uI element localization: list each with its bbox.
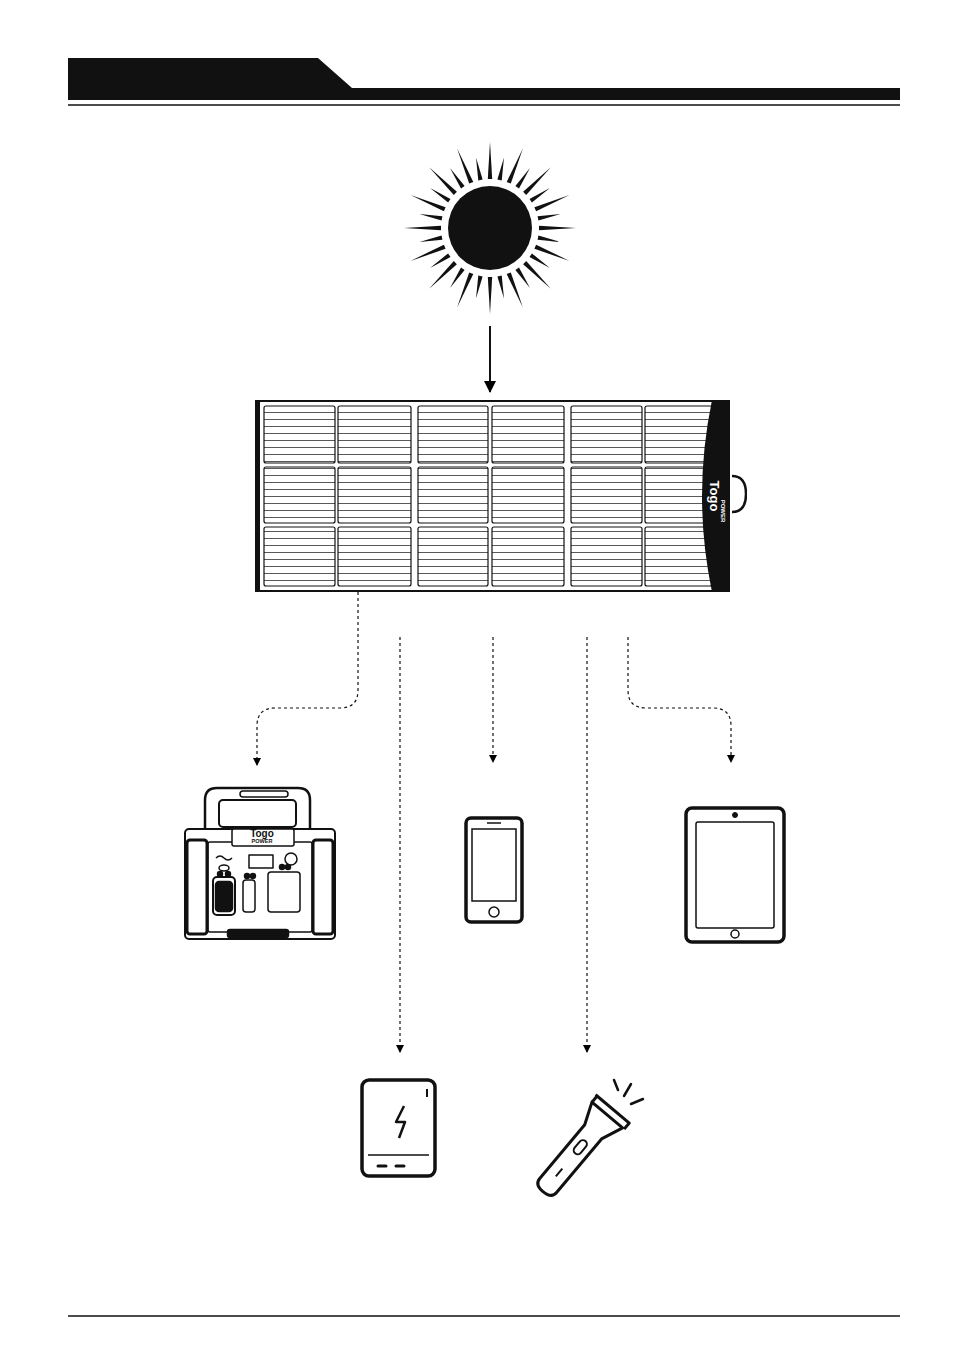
sun-ray (476, 157, 483, 180)
sun-ray (534, 245, 569, 261)
flashlight (526, 1095, 629, 1206)
sun-ray (419, 235, 442, 242)
brand-logo: Togo (250, 829, 274, 839)
sun-ray (411, 245, 446, 261)
sun-ray (488, 277, 492, 314)
sun-ray (429, 261, 457, 289)
sun-ray (430, 253, 450, 268)
header-rule (68, 104, 900, 106)
dashed-connector (257, 592, 358, 765)
sun-ray (507, 149, 523, 184)
sun-ray (419, 214, 442, 221)
sun-ray (523, 261, 551, 289)
power-bank (362, 1080, 435, 1176)
sun-ray (497, 276, 504, 299)
solar-panel: TogoPOWER (255, 400, 747, 592)
sun-ray (538, 214, 561, 221)
brand-subtitle: POWER (252, 839, 273, 845)
brand-subtitle: POWER (720, 500, 726, 523)
dashed-arrows (400, 637, 731, 1052)
dashed-arrow (492, 637, 493, 762)
sun-ray (530, 188, 550, 203)
sun-ray (429, 167, 457, 195)
brand-logo: Togo (708, 481, 721, 512)
sun-ray (539, 226, 576, 230)
sun-ray (530, 253, 550, 268)
sun-rays (404, 142, 576, 314)
sunlight-arrow (489, 326, 491, 392)
sun-ray (411, 195, 446, 211)
dashed-arrow (586, 637, 587, 1052)
tablet (686, 808, 784, 942)
power-station-drawing (183, 764, 338, 942)
sun-ray (457, 272, 473, 307)
light-rays (614, 1080, 643, 1104)
sun-ray (450, 168, 465, 188)
dashed-arrow (628, 637, 731, 762)
sun-ray (404, 226, 441, 230)
sun-ray (497, 157, 504, 180)
sun-ray (430, 188, 450, 203)
sun (448, 186, 532, 270)
phone (466, 818, 522, 922)
dashed-arrow (399, 637, 400, 1052)
sun-ray (534, 195, 569, 211)
sun-ray (476, 276, 483, 299)
footer-rule (68, 1315, 900, 1317)
sun-ray (515, 168, 530, 188)
sun-ray (457, 149, 473, 184)
sun-ray (538, 235, 561, 242)
sun-ray (488, 142, 492, 179)
power-station: TogoPOWER (183, 764, 338, 942)
sun-ray (523, 167, 551, 195)
sun-ray (450, 268, 465, 288)
header-bar (68, 58, 900, 100)
solar-panel-drawing (255, 400, 747, 592)
sun-ray (507, 272, 523, 307)
sun-ray (515, 268, 530, 288)
